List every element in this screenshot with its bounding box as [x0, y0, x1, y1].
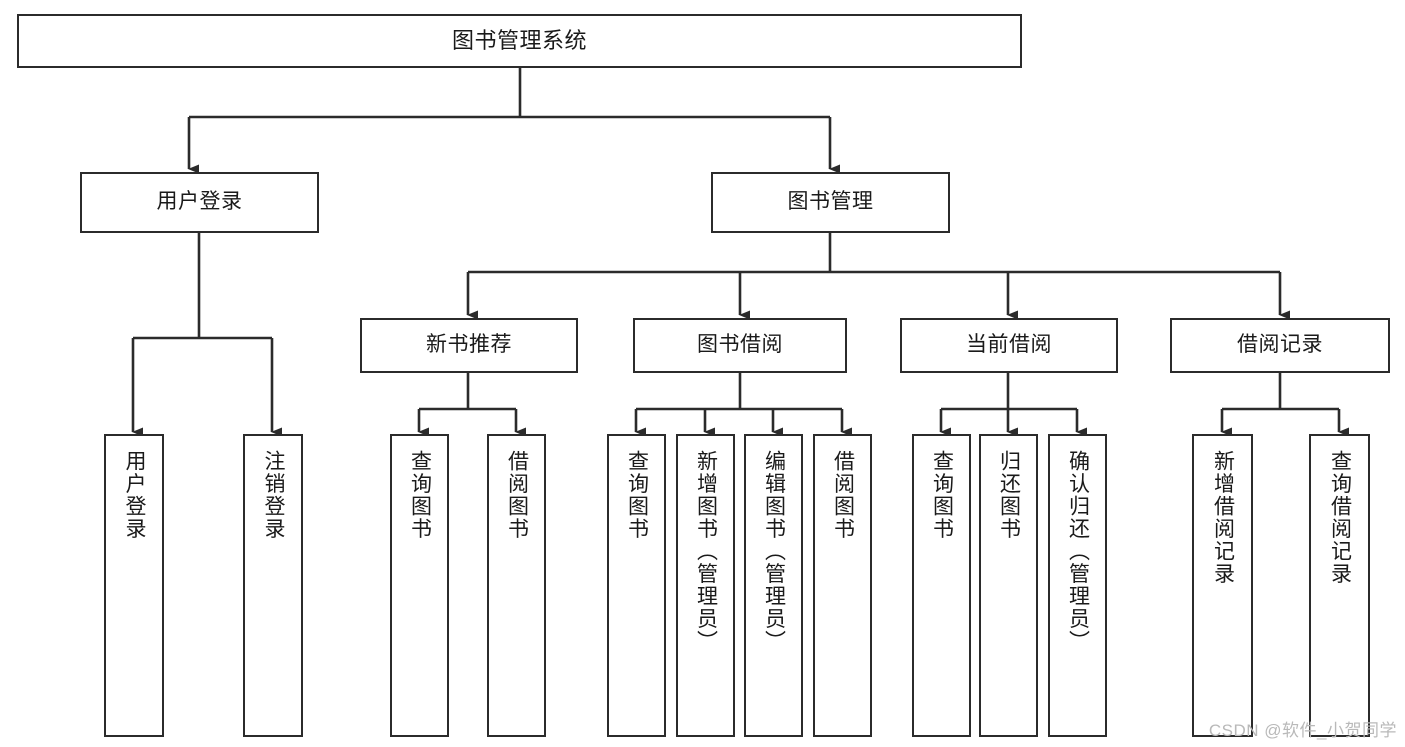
- node-label: 查询图书: [625, 450, 649, 540]
- csdn-watermark: CSDN @软件_小贺同学: [1208, 721, 1397, 740]
- node-label: 新书推荐: [426, 333, 512, 357]
- node-book-borrow[interactable]: 图书借阅: [633, 318, 847, 373]
- leaf-record-add-record[interactable]: 新增借阅记录: [1192, 434, 1253, 737]
- node-label: 查询图书: [408, 450, 432, 540]
- leaf-record-query-record[interactable]: 查询借阅记录: [1309, 434, 1370, 737]
- node-label: 图书管理系统: [451, 28, 587, 54]
- node-label: 用户登录: [123, 450, 147, 540]
- node-label: 新增图书（管理员）: [694, 450, 718, 653]
- node-label: 注销登录: [262, 450, 286, 540]
- node-label: 查询借阅记录: [1328, 450, 1352, 585]
- node-label: 新增借阅记录: [1211, 450, 1235, 585]
- leaf-current-return-book[interactable]: 归还图书: [979, 434, 1038, 737]
- node-label: 用户登录: [156, 190, 243, 214]
- node-label: 归还图书: [997, 450, 1021, 540]
- leaf-new-book-query[interactable]: 查询图书: [390, 434, 449, 737]
- node-label: 查询图书: [930, 450, 954, 540]
- node-current-borrow[interactable]: 当前借阅: [900, 318, 1118, 373]
- node-label: 借阅图书: [831, 450, 855, 540]
- leaf-current-query-book[interactable]: 查询图书: [912, 434, 971, 737]
- node-new-book-recommend[interactable]: 新书推荐: [360, 318, 578, 373]
- node-label: 确认归还（管理员）: [1066, 450, 1090, 653]
- node-label: 图书管理: [787, 190, 874, 214]
- node-label: 当前借阅: [966, 333, 1052, 357]
- node-user-login[interactable]: 用户登录: [80, 172, 319, 233]
- node-label: 编辑图书（管理员）: [762, 450, 786, 653]
- node-book-management[interactable]: 图书管理: [711, 172, 950, 233]
- leaf-new-book-borrow[interactable]: 借阅图书: [487, 434, 546, 737]
- leaf-user-login-login[interactable]: 用户登录: [104, 434, 164, 737]
- leaf-user-login-logout[interactable]: 注销登录: [243, 434, 303, 737]
- node-label: 借阅图书: [505, 450, 529, 540]
- leaf-borrow-query-book[interactable]: 查询图书: [607, 434, 666, 737]
- node-root-system[interactable]: 图书管理系统: [17, 14, 1022, 68]
- leaf-current-confirm-return-admin[interactable]: 确认归还（管理员）: [1048, 434, 1107, 737]
- leaf-borrow-edit-book-admin[interactable]: 编辑图书（管理员）: [744, 434, 803, 737]
- node-borrow-record[interactable]: 借阅记录: [1170, 318, 1390, 373]
- node-label: 图书借阅: [697, 333, 783, 357]
- node-label: 借阅记录: [1237, 333, 1323, 357]
- leaf-borrow-add-book-admin[interactable]: 新增图书（管理员）: [676, 434, 735, 737]
- leaf-borrow-borrow-book[interactable]: 借阅图书: [813, 434, 872, 737]
